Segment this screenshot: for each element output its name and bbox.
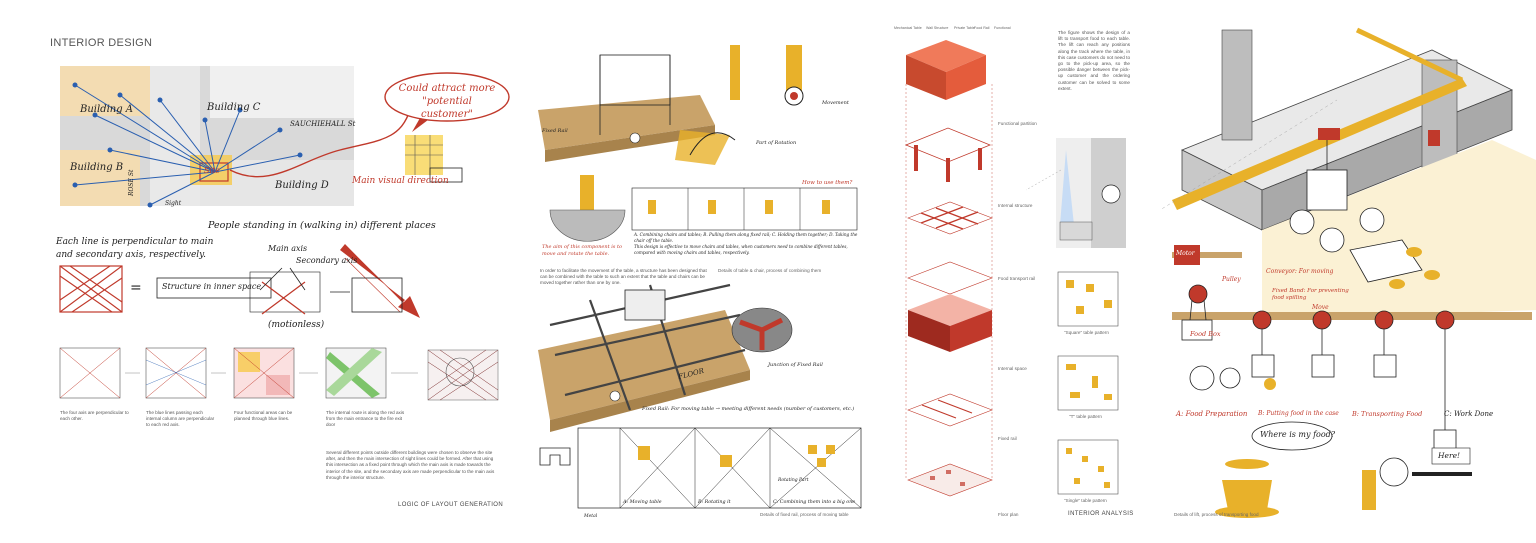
equals-sign: =: [130, 280, 142, 296]
panel-layout-generation: INTERIOR DESIGN: [0, 0, 520, 543]
structure-inner-space-label: Structure in inner space: [162, 282, 262, 291]
step-c-work-done: C: Work Done: [1444, 410, 1494, 418]
label-metal: Metal: [584, 514, 598, 519]
layer-label-1: Functional partition: [998, 121, 1037, 126]
label-building-c: Building C: [207, 102, 261, 113]
fixed-rail-note: Fixed Rail: For moving table → meeting d…: [642, 406, 855, 412]
label-move: Move: [1312, 304, 1329, 311]
label-sight: Sight: [165, 200, 182, 207]
site-map-sketch: [59, 66, 510, 401]
table-pattern-thumbnails: [1057, 271, 1119, 495]
layer-label-2: Internal structure: [998, 203, 1033, 208]
people-standing-note: People standing in (walking in) differen…: [208, 220, 436, 231]
panel-table-details: Fixed Rail Part of Rotation Movement How…: [530, 0, 880, 543]
top-label-2: Wall Structure: [926, 26, 949, 30]
label-motor: Motor: [1176, 250, 1195, 257]
secondary-axis-label: Secondary axis: [296, 256, 358, 265]
main-visual-direction-label: Main visual direction: [352, 176, 449, 186]
moving-step-a: A: Moving table: [623, 500, 662, 505]
top-label-5: Functional: [994, 26, 1011, 30]
panel-lift-details: Motor Pulley Conveyor: For moving Fixed …: [1162, 0, 1536, 543]
table-paragraph: In order to facilitate the movement of t…: [540, 268, 707, 286]
label-junction: Junction of Fixed Rail: [768, 362, 823, 368]
layer-label-3: Food transport rail: [998, 276, 1036, 281]
main-axis-label: Main axis: [268, 244, 308, 253]
step-a-food-preparation: A: Food Preparation: [1176, 410, 1248, 418]
step-caption-2: The blue lines passing each internal col…: [146, 410, 215, 428]
section-label-analysis: INTERIOR ANALYSIS: [1068, 511, 1134, 517]
where-is-my-food: Where is my food?: [1260, 430, 1336, 439]
label-sauchiehall-street: SAUCHIEHALL St: [290, 120, 356, 128]
section-label-layout: LOGIC OF LAYOUT GENERATION: [398, 502, 504, 508]
step-caption-4: The internal route is along the red axis…: [326, 410, 405, 428]
label-fixed-band: Fixed Band: For preventing food spilling: [1272, 288, 1349, 301]
pattern-t: "T" table pattern: [1069, 414, 1102, 419]
perpendicular-note: Each line is perpendicular to main and s…: [56, 237, 214, 260]
moving-step-b: B: Rotating it: [698, 500, 731, 505]
combining-note: A. Combining chairs and tables; B. Pulli…: [634, 232, 858, 243]
lift-sketch: [1162, 27, 1536, 518]
label-rose-street: ROSE St: [128, 169, 135, 196]
label-part-of-rotation: Part of Rotation: [756, 140, 797, 146]
label-food-box: Food Box: [1190, 330, 1221, 338]
top-label-3: Private Table: [954, 26, 975, 30]
layout-paragraph: Several different points outside differe…: [326, 450, 495, 480]
label-rotating-part: Rotating Part: [778, 478, 809, 483]
bubble-text: Could attract more "potential customer": [398, 83, 496, 120]
lift-paragraph: The figure shows the design of a lift to…: [1058, 30, 1130, 91]
panel-interior-analysis: Mechanical Table Wall Structure Private …: [886, 0, 1158, 543]
design-note: This design is effective to move chairs …: [634, 244, 848, 255]
label-pulley: Pulley: [1222, 276, 1241, 283]
exploded-axonometric: [904, 40, 1126, 497]
page-title: INTERIOR DESIGN: [50, 37, 153, 49]
label-building-a: Building A: [80, 104, 134, 115]
layer-label-4: Internal space: [998, 366, 1027, 371]
step-b-putting-food: B: Putting food in the case: [1258, 410, 1339, 417]
aim-note: The aim of this component is to move and…: [542, 244, 622, 257]
pattern-single: "Single" table pattern: [1064, 498, 1107, 503]
layer-label-5: Fixed rail: [998, 436, 1017, 441]
top-label-1: Mechanical Table: [894, 26, 922, 30]
pattern-square: "Square" table pattern: [1064, 330, 1109, 335]
step-caption-3: Four functional areas can be planned thr…: [234, 410, 293, 422]
label-movement: Movement: [822, 100, 849, 106]
here-exclaim: Here!: [1438, 451, 1461, 460]
label-how-to-use: How to use them?: [802, 180, 853, 186]
moving-step-c: C: Combining them into a big one: [773, 500, 856, 505]
top-label-4: Food Rail: [974, 26, 990, 30]
caption-lift: Details of lift, process of transporting…: [1174, 512, 1259, 517]
label-building-d: Building D: [275, 180, 329, 191]
caption-table-chair: Details of table & chair, process of com…: [718, 268, 822, 273]
layer-label-6: Floor plan: [998, 512, 1019, 517]
step-diagrams: [59, 347, 499, 401]
table-sketches: [538, 45, 862, 509]
step-b-transporting: B: Transporting Food: [1352, 410, 1423, 418]
caption-fixed-rail: Details of fixed rail, process of moving…: [760, 512, 849, 517]
step-caption-1: The four axis are perpendicular to each …: [60, 410, 129, 422]
label-conveyor: Conveyor: For moving: [1266, 268, 1334, 275]
label-site: Site: [204, 166, 220, 175]
motionless-label: (motionless): [268, 320, 325, 330]
label-building-b: Building B: [70, 162, 124, 173]
label-fixed-rail: Fixed Rail: [542, 128, 568, 134]
